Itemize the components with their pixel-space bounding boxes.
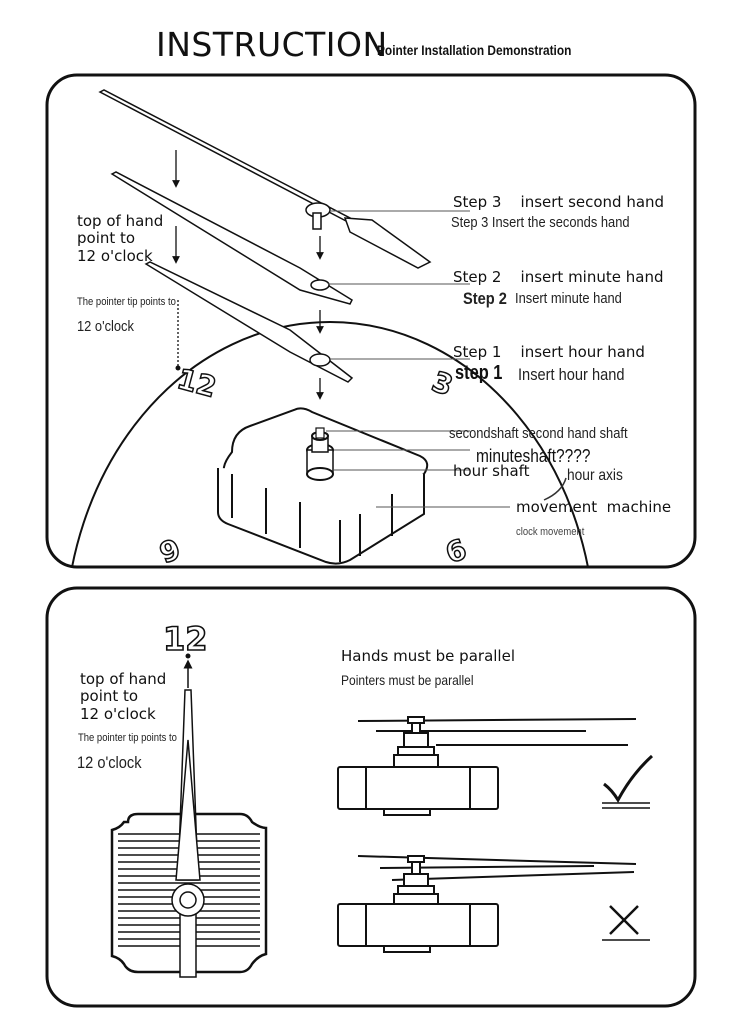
clock-face-outline bbox=[64, 321, 596, 567]
step3-label-cn: Step 3 Insert the seconds hand bbox=[451, 214, 630, 231]
parallel-label-en: Hands must be parallel bbox=[341, 647, 515, 665]
page-subtitle: Pointer Installation Demonstration bbox=[377, 42, 572, 58]
tip-dot-bottom bbox=[185, 653, 191, 659]
front-hands bbox=[171, 689, 205, 978]
hourshaft-label: hour shaft bbox=[453, 462, 530, 480]
movement-label-cn: clock movement bbox=[516, 526, 585, 538]
hour-axis-leader bbox=[543, 477, 567, 501]
dial-number-12: 12 bbox=[174, 362, 220, 404]
dial-number-9: 9 bbox=[155, 532, 185, 570]
top-left-label-cn2: 12 o'clock bbox=[77, 318, 134, 335]
bottom-left-label-cn2: 12 o'clock bbox=[77, 753, 142, 772]
top-left-label-en: top of hand point to 12 o'clock bbox=[77, 212, 164, 265]
page-title: INSTRUCTION bbox=[156, 25, 388, 64]
top-left-label-cn1: The pointer tip points to bbox=[77, 296, 176, 308]
parallel-label-cn: Pointers must be parallel bbox=[341, 672, 474, 688]
assembly-arrows bbox=[172, 150, 324, 400]
step2-number-cn: Step 2 bbox=[463, 289, 507, 308]
bottom-left-label-en: top of hand point to 12 o'clock bbox=[80, 670, 167, 723]
minuteshaft-label: minuteshaft???? bbox=[476, 446, 591, 466]
tip-dot-top bbox=[175, 365, 181, 371]
minute-hand bbox=[110, 171, 353, 305]
check-mark-icon bbox=[602, 754, 654, 809]
step1-label-en: Step 1 insert hour hand bbox=[453, 343, 645, 361]
bottom-left-label-cn1: The pointer tip points to bbox=[78, 732, 177, 744]
top-panel-frame bbox=[45, 73, 697, 569]
second-hand bbox=[98, 89, 432, 269]
hour-hand bbox=[144, 261, 354, 383]
side-view-wrong bbox=[337, 855, 637, 953]
step1-number-cn: step 1 bbox=[455, 362, 503, 384]
clock-movement-top bbox=[217, 407, 429, 565]
dial-number-6: 6 bbox=[441, 532, 471, 570]
side-view-correct bbox=[337, 716, 637, 816]
movement-label-en: movement machine bbox=[516, 498, 672, 516]
houraxis-label: hour axis bbox=[567, 467, 623, 484]
step3-label-en: Step 3 insert second hand bbox=[453, 193, 665, 211]
step2-label-cn: Insert minute hand bbox=[515, 290, 622, 307]
cross-mark-icon bbox=[602, 905, 650, 941]
step2-label-en: Step 2 insert minute hand bbox=[453, 268, 664, 286]
bottom-twelve: 12 bbox=[163, 620, 208, 658]
bottom-panel-frame bbox=[45, 586, 697, 1008]
dial-number-3: 3 bbox=[428, 365, 458, 403]
step1-label-cn: Insert hour hand bbox=[518, 365, 625, 384]
leader-lines bbox=[326, 210, 510, 508]
secondshaft-label: secondshaft second hand shaft bbox=[449, 425, 628, 442]
